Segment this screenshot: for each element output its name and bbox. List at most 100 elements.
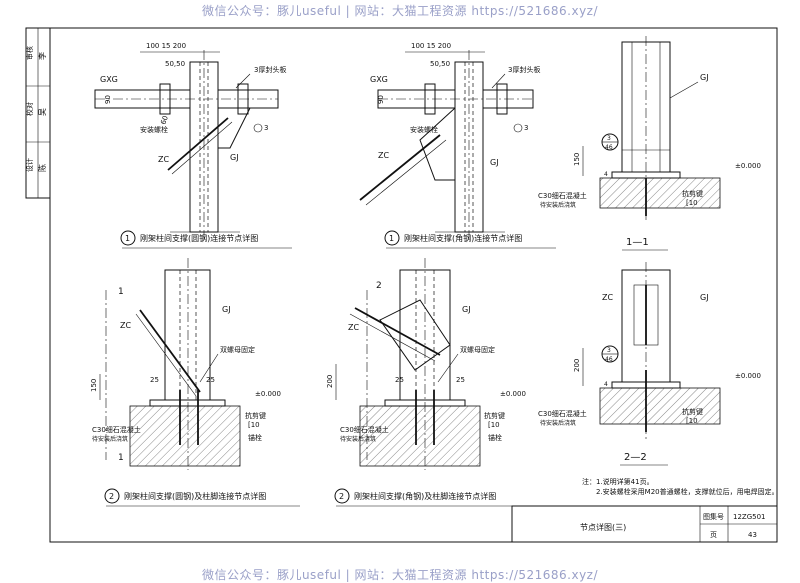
approval-sign-1: 李	[37, 52, 47, 60]
s11-dim-4: 4	[604, 171, 608, 178]
d1b-dim-top: 100 15 200	[411, 42, 451, 50]
d1-anchor-note: 安装螺栓	[140, 125, 168, 134]
d1b-gj: GJ	[490, 158, 499, 167]
s11-level: ±0.000	[735, 162, 761, 170]
d2-anchor: 锚栓	[248, 433, 262, 442]
approval-block: 审核 校对 设计 李 吴 陈	[25, 27, 51, 199]
s11-concrete2: 待安装后浇筑	[540, 201, 576, 209]
s22-dim-4: 4	[604, 381, 608, 388]
d1b-zc: ZC	[378, 151, 389, 160]
s22-concrete2: 待安装后浇筑	[540, 419, 576, 427]
d1-gxg: GXG	[100, 75, 118, 84]
d1-title: 刚架柱间支撑(圆钢)连接节点详图	[140, 233, 258, 243]
tb-sheet-label: 节点详图(三)	[580, 522, 626, 532]
d2-sec-mark-top: 1	[118, 287, 124, 297]
d2b-dim-25b: 25	[456, 376, 465, 384]
approval-sign-2: 吴	[38, 108, 47, 116]
d1b-anchor-note: 安装螺栓	[410, 125, 438, 134]
s11-dim-150: 150	[573, 153, 581, 166]
s22-title: 2—2	[624, 452, 647, 463]
d1b-num: 1	[389, 234, 394, 243]
notes-2: 2.安装螺栓采用M20普通螺栓，支撑就位后，用电焊固定。	[596, 487, 779, 496]
d1-zc: ZC	[158, 155, 169, 164]
d2-sec-mark-bot: 1	[118, 453, 124, 463]
notes-block: 注： 1.说明详第41页。 2.安装螺栓采用M20普通螺栓，支撑就位后，用电焊固…	[582, 477, 779, 496]
d1-weld-3: 3	[264, 124, 268, 132]
d2-level: ±0.000	[255, 390, 281, 398]
d2-shear-dim: [10	[248, 421, 260, 429]
section-2-2: 200 ZC GJ 3 46 ±0.000 C30细石混凝土 待安装后浇筑 抗剪…	[538, 262, 761, 466]
d2b-double-nut: 双螺母固定	[460, 345, 495, 354]
s22-shear: 抗剪键	[682, 407, 703, 416]
tb-atlas-label: 图集号	[703, 512, 724, 521]
d2b-gj: GJ	[462, 305, 471, 314]
s22-ref-top: 3	[607, 347, 611, 354]
detail-1-round-bar: 100 15 200 50,50 GXG 90 3厚封头板 安装螺栓 60 ZC…	[94, 42, 292, 249]
d2b-concrete: C30细石混凝土	[340, 425, 389, 434]
d1b-weld-note: 3厚封头板	[508, 65, 540, 74]
d2b-dim-25a: 25	[395, 376, 404, 384]
d1b-dim-50: 50,50	[430, 60, 450, 68]
watermark-top: 微信公众号：豚儿useful | 网站：大猫工程资源 https://52168…	[201, 4, 599, 18]
sheet-border	[49, 27, 778, 543]
d2-shear: 抗剪键	[245, 411, 266, 420]
d2-num: 2	[109, 492, 114, 501]
d2-concrete2: 待安装后浇筑	[92, 435, 128, 443]
d1-dim-90: 90	[104, 95, 112, 104]
d2-gj: GJ	[222, 305, 231, 314]
s11-shear: 抗剪键	[682, 189, 703, 198]
s11-concrete: C30细石混凝土	[538, 191, 587, 200]
s22-zc: ZC	[602, 293, 613, 302]
detail-2-round-bar: 1 1 ZC GJ 双螺母固定 150 25 25 ±0.000 C30细石混凝…	[90, 258, 300, 507]
notes-head: 注：	[582, 477, 596, 486]
d2-concrete: C30细石混凝土	[92, 425, 141, 434]
s11-title: 1—1	[626, 237, 649, 248]
notes-1: 1.说明详第41页。	[596, 477, 654, 486]
d2-dim-150: 150	[90, 379, 98, 392]
d2-title: 刚架柱间支撑(圆钢)及柱脚连接节点详图	[124, 491, 266, 501]
s22-shear-dim: [10	[686, 417, 698, 425]
tb-page-value: 43	[748, 531, 757, 539]
d1-dim-60: 60	[159, 115, 170, 126]
d2b-shear-dim: [10	[488, 421, 500, 429]
tb-page-label: 页	[710, 531, 717, 539]
d1b-dim-90: 90	[377, 95, 385, 104]
s11-ref-bot: 46	[605, 144, 613, 151]
s22-dim-200: 200	[573, 359, 581, 372]
detail-2-angle: 2 ZC GJ 双螺母固定 200 25 25 ±0.000 C30细石混凝土 …	[326, 258, 530, 507]
section-1-1: 150 GJ 3 46 ±0.000 C30细石混凝土 待安装后浇筑 抗剪键 […	[538, 36, 761, 251]
d2b-shear: 抗剪键	[484, 411, 505, 420]
d2b-anchor: 锚栓	[488, 433, 502, 442]
d1-dim-top: 100 15 200	[146, 42, 186, 50]
s11-ref-top: 3	[607, 135, 611, 142]
s22-gj: GJ	[700, 293, 709, 302]
approval-sign-3: 陈	[37, 164, 47, 172]
tb-atlas-value: 12ZG501	[733, 513, 766, 521]
watermark-bottom: 微信公众号：豚儿useful | 网站：大猫工程资源 https://52168…	[201, 568, 599, 582]
d2-dim-25a: 25	[150, 376, 159, 384]
approval-row-1: 审核	[25, 46, 34, 60]
d2b-concrete2: 待安装后浇筑	[340, 435, 376, 443]
d2-dim-25b: 25	[206, 376, 215, 384]
d2b-title: 刚架柱间支撑(角钢)及柱脚连接节点详图	[354, 491, 496, 501]
d2b-num: 2	[339, 492, 344, 501]
d1-weld-note: 3厚封头板	[254, 65, 286, 74]
d1b-gxg: GXG	[370, 75, 388, 84]
s22-level: ±0.000	[735, 372, 761, 380]
d2b-sec-mark: 2	[376, 281, 382, 291]
approval-row-3: 设计	[25, 158, 34, 172]
d2-double-nut: 双螺母固定	[220, 345, 255, 354]
d2b-dim-200: 200	[326, 375, 334, 388]
d1b-weld-3: 3	[524, 124, 528, 132]
detail-1-angle: 100 15 200 50,50 GXG 90 3厚封头板 安装螺栓 ZC GJ…	[359, 42, 556, 249]
d2b-level: ±0.000	[500, 390, 526, 398]
s22-ref-bot: 46	[605, 356, 613, 363]
s11-shear-dim: [10	[686, 199, 698, 207]
d1b-title: 刚架柱间支撑(角钢)连接节点详图	[404, 233, 522, 243]
approval-row-2: 校对	[25, 102, 34, 116]
s11-gj: GJ	[700, 73, 709, 82]
d1-gj: GJ	[230, 153, 239, 162]
title-block: 节点详图(三) 图集号 12ZG501 页 43	[511, 505, 778, 543]
d1-dim-50: 50,50	[165, 60, 185, 68]
